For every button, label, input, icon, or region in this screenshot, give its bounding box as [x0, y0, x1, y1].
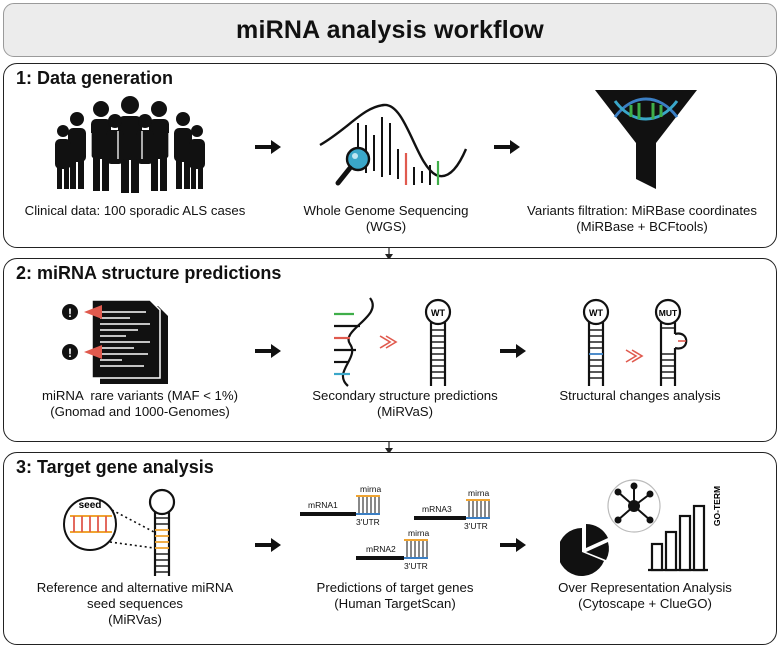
caption-line: (Cytoscape + ClueGO) — [578, 596, 712, 611]
hairpin-icon — [582, 298, 610, 386]
secondary-structure-icon: WT — [334, 297, 452, 387]
connector-arrow — [385, 442, 393, 454]
caption-line: (Gnomad and 1000-Genomes) — [50, 404, 230, 419]
caption-target-genes: Predictions of target genes (Human Targe… — [295, 580, 495, 612]
network-icon — [607, 479, 661, 533]
sequencing-icon — [319, 103, 468, 186]
funnel-icon — [595, 90, 697, 189]
caption-secondary-structure: Secondary structure predictions (MiRVaS) — [300, 388, 510, 420]
workflow-title: miRNA analysis workflow — [236, 15, 544, 44]
svg-text:!: ! — [68, 306, 72, 320]
hairpin-icon — [654, 298, 688, 386]
pie-chart-icon — [560, 523, 609, 576]
caption-variant-filtration: Variants filtration: MiRBase coordinates… — [512, 203, 772, 235]
enrichment-analysis-icon: GO-TERM — [560, 479, 722, 576]
utr-label: 3'UTR — [404, 561, 428, 571]
alert-icon: ! — [62, 344, 102, 360]
wt-label: WT — [431, 308, 445, 318]
panel-title: 3: Target gene analysis — [16, 457, 214, 477]
alert-icon: ! — [62, 304, 102, 320]
wt-label: WT — [589, 308, 603, 318]
arrow-right-icon — [255, 140, 281, 154]
caption-line: (WGS) — [365, 219, 407, 234]
caption-rare-variants: miRNA rare variants (MAF < 1%) (Gnomad a… — [30, 388, 250, 420]
person-icon — [174, 112, 192, 189]
caption-line: Secondary structure predictions — [312, 388, 498, 403]
target-binding-icon: mRNA1 mirna 3'UTR mRNA3 mirna 3'UTR mRNA… — [300, 484, 490, 571]
connector-arrow — [385, 248, 393, 260]
hairpin-icon — [424, 298, 452, 386]
variant-documents-icon: ! ! — [62, 299, 168, 384]
person-icon — [68, 112, 86, 189]
utr-label: 3'UTR — [356, 517, 380, 527]
caption-wgs: Whole Genome Sequencing (WGS) — [286, 203, 486, 235]
chevron-right-icon — [379, 335, 398, 349]
seed-zoom-icon: seed — [63, 488, 176, 576]
arrow-right-icon — [500, 344, 526, 358]
caption-line: Clinical data: 100 sporadic ALS cases — [24, 203, 246, 218]
caption-line: (MiRBase + BCFtools) — [576, 219, 708, 234]
caption-line: (MiRVas) — [108, 612, 162, 627]
crowd-icon — [55, 96, 205, 193]
mrna1-label: mRNA1 — [308, 500, 338, 510]
arrow-right-icon — [494, 140, 520, 154]
seed-label: seed — [79, 500, 102, 511]
svg-text:!: ! — [68, 346, 72, 360]
caption-line: miRNA rare variants (MAF < 1%) — [41, 388, 239, 403]
mrna3-label: mRNA3 — [422, 504, 452, 514]
caption-line: Variants filtration: MiRBase coordinates — [527, 203, 757, 218]
hairpin-icon — [148, 488, 176, 576]
magnifier-icon — [335, 146, 371, 186]
bar-chart-icon — [648, 504, 708, 572]
caption-line: (Human TargetScan) — [334, 596, 456, 611]
arrow-right-icon — [255, 344, 281, 358]
caption-over-representation: Over Representation Analysis (Cytoscape … — [535, 580, 755, 612]
chevron-right-icon — [625, 349, 644, 363]
go-term-label: GO-TERM — [712, 486, 722, 526]
mut-label: MUT — [659, 308, 678, 318]
caption-structural-changes: Structural changes analysis — [545, 388, 735, 404]
mirna-label: mirna — [360, 484, 382, 494]
caption-line: Predictions of target genes — [316, 580, 474, 595]
caption-line: Structural changes analysis — [559, 388, 721, 403]
caption-line: Whole Genome Sequencing — [303, 203, 469, 218]
workflow-title-box: miRNA analysis workflow — [3, 3, 777, 57]
arrow-right-icon — [255, 538, 281, 552]
panel-title: 1: Data generation — [16, 68, 174, 88]
caption-line: (MiRVaS) — [377, 404, 433, 419]
structural-change-icon: WT MUT — [582, 298, 688, 386]
mrna2-label: mRNA2 — [366, 544, 396, 554]
caption-seed-sequences: Reference and alternative miRNA seed seq… — [20, 580, 250, 628]
caption-line: Reference and alternative miRNA — [36, 580, 234, 595]
caption-line: Over Representation Analysis — [558, 580, 732, 595]
utr-label: 3'UTR — [464, 521, 488, 531]
mirna-label: mirna — [468, 488, 490, 498]
caption-line: seed sequences — [86, 596, 184, 611]
mirna-label: mirna — [408, 528, 430, 538]
panel-title: 2: miRNA structure predictions — [16, 263, 282, 283]
arrow-right-icon — [500, 538, 526, 552]
caption-clinical-data: Clinical data: 100 sporadic ALS cases — [10, 203, 260, 219]
